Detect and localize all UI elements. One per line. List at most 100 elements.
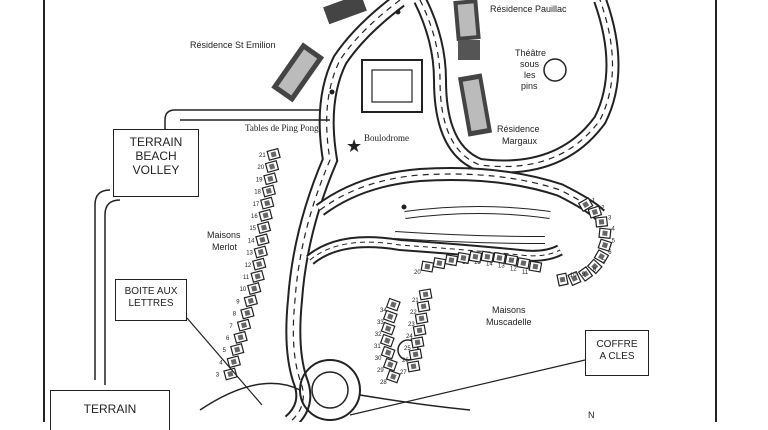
label-residence-pauillac: Résidence Pauillac (490, 4, 567, 14)
muscadelle-house: 24 (406, 324, 427, 340)
boite-aux-lettres-line-2: LETTRES (128, 297, 174, 309)
north-label: N (588, 410, 595, 420)
label-maisons-merlot-2: Merlot (212, 242, 238, 252)
merlot-house-number: 17 (253, 202, 260, 208)
east-house-number: 5 (612, 239, 616, 245)
east-house: 4 (598, 227, 616, 240)
muscadelle-house: 23 (408, 312, 429, 328)
merlot-house-number: 4 (219, 360, 223, 366)
muscadelle-house-number: 30 (375, 356, 382, 362)
label-maisons-merlot-1: Maisons (207, 230, 241, 240)
label-theatre-2: sous (520, 59, 540, 69)
boite-aux-lettres-line-1: BOITE AUX (124, 286, 178, 297)
label-residence-st-emilion: Résidence St Emilion (190, 40, 276, 50)
label-residence-margaux-2: Margaux (502, 136, 538, 146)
muscadelle-house: 15 (474, 250, 495, 266)
merlot-house: 18 (254, 184, 277, 198)
muscadelle-house: 22 (410, 300, 431, 316)
east-house-number: 4 (612, 227, 616, 233)
merlot-house: 14 (248, 233, 270, 247)
residence-margaux-building (457, 73, 493, 137)
east-house-number: 7 (602, 260, 606, 266)
merlot-house-number: 6 (226, 336, 230, 342)
merlot-house-number: 9 (236, 299, 240, 305)
muscadelle-house: 25 (404, 336, 425, 352)
merlot-house: 3 (216, 367, 238, 381)
merlot-house: 17 (253, 196, 275, 210)
merlot-house: 16 (251, 208, 273, 222)
merlot-house-number: 15 (249, 226, 256, 232)
east-house-number: 9 (582, 272, 586, 278)
muscadelle-house-number: 12 (510, 267, 517, 273)
label-boulodrome: Boulodrome (364, 133, 409, 143)
label-residence-margaux-1: Résidence (497, 124, 540, 134)
east-house: 9 (567, 270, 586, 287)
merlot-house-number: 12 (245, 263, 252, 269)
residence-pauillac-building (453, 0, 481, 41)
merlot-house: 10 (240, 282, 262, 296)
merlot-house: 20 (257, 160, 280, 174)
muscadelle-house: 13 (498, 254, 519, 270)
merlot-house-number: 21 (259, 153, 266, 159)
muscadelle-house-number: 34 (380, 308, 387, 314)
terrain-beach-volley-box: TERRAIN BEACH VOLLEY (113, 129, 199, 197)
coffre-a-cles-box: COFFRE A CLES (585, 330, 649, 376)
muscadelle-house-number: 23 (408, 322, 415, 328)
residence-pauillac-annex (458, 40, 480, 60)
merlot-house: 12 (245, 257, 267, 271)
muscadelle-house: 34 (380, 297, 401, 314)
muscadelle-house: 14 (486, 251, 507, 267)
east-house: 10 (556, 272, 577, 287)
muscadelle-house-number: 20 (414, 270, 421, 276)
east-house-number: 2 (601, 206, 605, 212)
muscadelle-house: 32 (375, 321, 396, 338)
muscadelle-house-number: 33 (377, 320, 384, 326)
east-house: 1 (577, 197, 596, 213)
east-house-number: 3 (608, 215, 612, 221)
east-house: 5 (597, 238, 616, 252)
muscadelle-house: 21 (412, 288, 433, 304)
merlot-house-number: 5 (223, 348, 227, 354)
parking-strip-west (394, 231, 546, 244)
label-theatre-1: Théâtre (515, 48, 546, 58)
merlot-house-number: 13 (246, 251, 253, 257)
muscadelle-house-number: 13 (498, 264, 505, 270)
muscadelle-house-number: 28 (380, 380, 387, 386)
merlot-house: 7 (229, 318, 252, 332)
muscadelle-house: 31 (374, 333, 395, 350)
coffre-a-cles-line-2: A CLES (599, 350, 635, 362)
muscadelle-house: 11 (522, 260, 543, 276)
coffre-a-cles-line-1: COFFRE (596, 339, 638, 350)
merlot-house-number: 16 (251, 214, 258, 220)
merlot-house: 13 (246, 245, 269, 259)
boite-aux-lettres-box: BOITE AUX LETTRES (115, 279, 187, 321)
muscadelle-house-number: 25 (404, 346, 411, 352)
merlot-house-number: 20 (257, 165, 264, 171)
east-house-number: 6 (608, 250, 612, 256)
terrain-beach-volley-line-1: TERRAIN (129, 135, 183, 149)
merlot-house-number: 10 (240, 287, 247, 293)
merlot-house: 11 (243, 269, 265, 283)
terrain-beach-volley-line-3: VOLLEY (132, 162, 180, 177)
merlot-house-number: 11 (243, 275, 250, 281)
east-house: 6 (593, 249, 612, 265)
merlot-house: 6 (226, 330, 248, 344)
muscadelle-house-number: 24 (406, 334, 413, 340)
merlot-house: 19 (256, 172, 278, 186)
merlot-house: 5 (223, 343, 245, 357)
muscadelle-house-number: 15 (474, 260, 481, 266)
label-tables-ping-pong: Tables de Ping Pong (245, 123, 319, 133)
merlot-house: 4 (219, 355, 242, 369)
east-house: 8 (577, 266, 597, 282)
east-house-number: 10 (570, 273, 577, 279)
label-theatre-3: les (524, 70, 536, 80)
terrain-bottom-label: TERRAIN (83, 402, 137, 416)
marker-dot (401, 204, 407, 210)
top-left-building (323, 0, 367, 25)
maisons-muscadelle-houses: 1112131415161718192021222324252627282930… (374, 250, 543, 386)
east-house: 2 (587, 205, 605, 219)
label-maisons-muscadelle-2: Muscadelle (486, 317, 532, 327)
east-house-number: 1 (592, 198, 596, 204)
merlot-house-number: 18 (254, 190, 261, 196)
